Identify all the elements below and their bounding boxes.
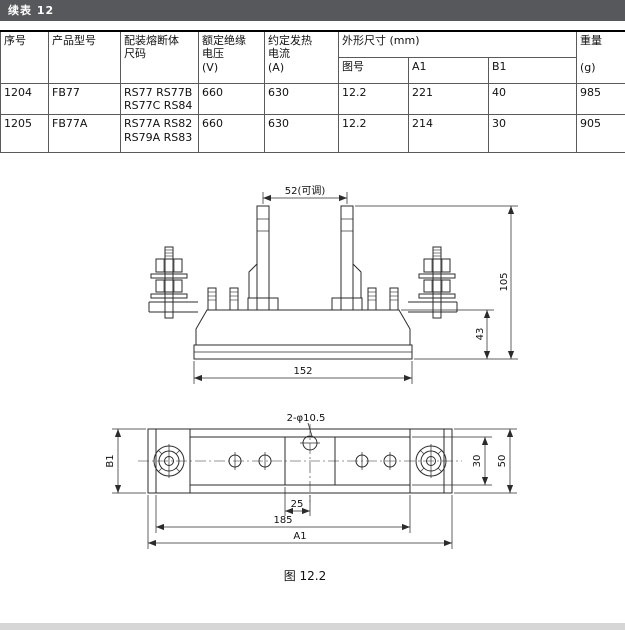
holes-label: 2-φ10.5	[287, 413, 326, 424]
col-header-serial: 序号	[0, 30, 49, 84]
dim-label-total-height: 105	[499, 272, 510, 291]
cell-a1: 221	[408, 82, 489, 116]
dim-label-clip-span: 52(可调)	[285, 185, 326, 197]
col-header-b1: B1	[488, 56, 577, 84]
dim-label-base-width: 152	[293, 366, 312, 377]
cell-b1: 40	[488, 82, 577, 116]
front-view: 52(可调) 152 43 105	[148, 185, 518, 384]
col-header-fuse-size: 配装熔断体 尺码	[120, 30, 199, 84]
clip-pedestal-left	[247, 297, 279, 311]
terminal-stud-left	[148, 246, 198, 319]
dimension-b1: B1	[105, 428, 146, 494]
dimension-clip-span: 52(可调)	[262, 185, 348, 204]
cell-fuse-size: RS77A RS82 RS79A RS83	[120, 114, 199, 154]
figure-caption: 图 12.2	[284, 569, 327, 583]
cell-weight: 985	[576, 82, 625, 116]
cell-fuse-size: RS77 RS77B RS77C RS84	[120, 82, 199, 116]
dimension-a1: A1	[147, 495, 453, 549]
cell-figure-no: 12.2	[338, 82, 409, 116]
plan-screw-holes	[228, 452, 397, 470]
dimension-outer-height: 50	[454, 428, 517, 494]
dimension-mount-span: 185	[155, 495, 411, 533]
table-row: 1205 FB77A RS77A RS82 RS79A RS83 660 630…	[0, 114, 625, 154]
cell-current: 630	[264, 82, 339, 116]
cell-serial: 1204	[0, 82, 49, 116]
dimension-base-width: 152	[193, 361, 413, 384]
dim-label-b1: B1	[105, 454, 116, 467]
col-header-weight: 重量 (g)	[576, 30, 625, 84]
header-row-2: 图号 A1 B1	[1, 56, 625, 84]
fuse-clip-left	[248, 205, 270, 311]
col-header-figure-no: 图号	[338, 56, 409, 84]
cell-weight: 905	[576, 114, 625, 154]
plan-view: 2-φ10.5 B1 30 50	[105, 413, 517, 583]
col-header-dimensions-group: 外形尺寸 (mm)	[338, 30, 577, 58]
dim-label-body-height: 43	[475, 328, 486, 341]
section-header-bar: 续表 12	[0, 0, 625, 21]
cell-voltage: 660	[198, 114, 265, 154]
dimension-total-height: 105	[355, 205, 518, 359]
spec-table: 序号 产品型号 配装熔断体 尺码 额定绝缘 电压 (V) 约定发热 电流 (A)…	[0, 30, 625, 154]
clip-pedestal-right	[331, 297, 363, 311]
col-header-model: 产品型号	[48, 30, 121, 84]
dimension-hole-offset: 25	[284, 487, 311, 516]
dim-label-a1: A1	[293, 531, 306, 542]
cell-model: FB77A	[48, 114, 121, 154]
page-bottom-edge	[0, 623, 625, 630]
technical-drawing: 52(可调) 152 43 105	[105, 185, 518, 583]
cell-model: FB77	[48, 82, 121, 116]
dim-label-inner-height: 30	[472, 455, 483, 468]
cell-serial: 1205	[0, 114, 49, 154]
base-plate	[193, 344, 413, 360]
dimension-inner-height: 30	[412, 436, 492, 486]
col-header-voltage: 额定绝缘 电压 (V)	[198, 30, 265, 84]
header-row-1: 序号 产品型号 配装熔断体 尺码 额定绝缘 电压 (V) 约定发热 电流 (A)…	[0, 30, 625, 84]
fuse-clip-right	[340, 205, 362, 311]
terminal-stud-right	[408, 246, 458, 319]
cell-a1: 214	[408, 114, 489, 154]
dim-label-hole-offset: 25	[291, 499, 304, 510]
cell-b1: 30	[488, 114, 577, 154]
col-header-current: 约定发热 电流 (A)	[264, 30, 339, 84]
fuse-base-body	[195, 309, 411, 345]
table-row: 1204 FB77 RS77 RS77B RS77C RS84 660 630 …	[0, 82, 625, 116]
cell-voltage: 660	[198, 82, 265, 116]
cell-figure-no: 12.2	[338, 114, 409, 154]
plan-terminal-right	[415, 444, 447, 478]
section-title: 续表 12	[8, 4, 55, 17]
dimension-body-height: 43	[401, 309, 518, 360]
col-header-a1: A1	[408, 56, 489, 84]
mounting-screws	[207, 287, 399, 311]
plan-terminal-left	[153, 444, 185, 478]
cell-current: 630	[264, 114, 339, 154]
dim-label-outer-height: 50	[497, 455, 508, 468]
mounting-hole: 2-φ10.5	[287, 413, 326, 451]
dim-label-mount-span: 185	[273, 515, 292, 526]
